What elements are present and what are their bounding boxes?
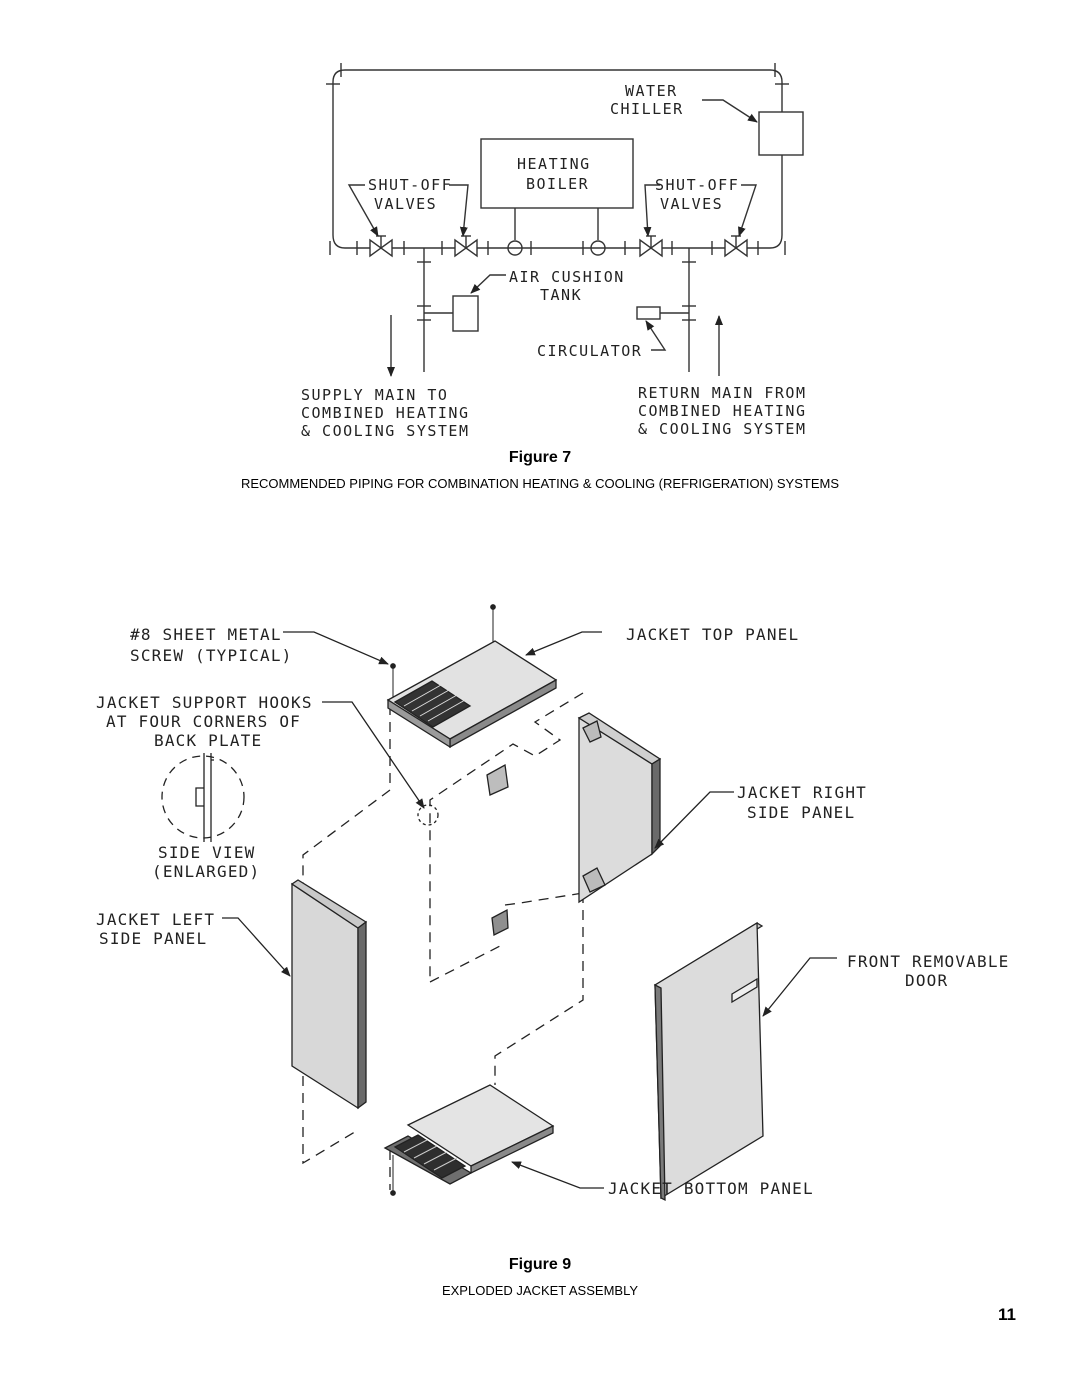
label-right-panel-2: SIDE PANEL [747,803,855,822]
label-water-chiller-2: CHILLER [610,100,684,118]
jacket-right-side-panel [577,712,662,904]
label-air-cushion-2: TANK [540,286,582,304]
label-screw-1: #8 SHEET METAL [130,625,282,644]
label-support-hooks-1: JACKET SUPPORT HOOKS [96,693,313,712]
upper-hook [486,763,509,796]
label-support-hooks-3: BACK PLATE [154,731,262,750]
circulator-box [636,306,661,320]
label-left-panel-1: JACKET LEFT [96,910,215,929]
assembly-guides [302,692,584,1190]
label-return-main-1: RETURN MAIN FROM [638,384,807,402]
label-supply-main-1: SUPPLY MAIN TO [301,386,448,404]
label-supply-main-2: COMBINED HEATING [301,404,470,422]
label-shutoff-left-2: VALVES [374,195,437,213]
figure-7-title: Figure 7 [508,449,572,466]
lower-hook [491,908,509,936]
label-bottom-panel: JACKET BOTTOM PANEL [608,1179,814,1198]
label-front-door-1: FRONT REMOVABLE [847,952,1010,971]
jacket-left-side-panel [290,879,368,1110]
label-right-panel-1: JACKET RIGHT [737,783,867,802]
jacket-bottom-panel [383,1084,555,1185]
piping-labels: WATER CHILLER HEATING BOILER SHUT-OFF VA… [301,82,807,440]
label-screw-2: SCREW (TYPICAL) [130,646,293,665]
label-front-door-2: DOOR [905,971,948,990]
heating-boiler-box [480,138,634,209]
label-return-main-3: & COOLING SYSTEM [638,420,807,438]
jacket-diagram [161,604,837,1202]
label-side-view-2: (ENLARGED) [152,862,260,881]
jacket-top-panel [386,640,558,749]
front-removable-door [653,921,764,1202]
air-cushion-tank [452,295,479,332]
piping-diagram [326,63,804,377]
figure-7-caption: RECOMMENDED PIPING FOR COMBINATION HEATI… [240,476,840,491]
page-number: 11 [998,1305,1016,1324]
door-handle-slot [731,977,758,1004]
label-side-view-1: SIDE VIEW [158,843,256,862]
jacket-labels: #8 SHEET METAL SCREW (TYPICAL) JACKET TO… [96,625,1010,1198]
label-air-cushion-1: AIR CUSHION [509,268,625,286]
label-shutoff-right-1: SHUT-OFF [655,176,739,194]
hook-detail-circle [417,804,439,826]
side-view-enlarged [161,753,245,842]
left-gauge [507,240,523,256]
figure-9-title: Figure 9 [508,1256,572,1273]
top-pipe [332,69,783,235]
label-return-main-2: COMBINED HEATING [638,402,807,420]
label-supply-main-3: & COOLING SYSTEM [301,422,470,440]
label-shutoff-left-1: SHUT-OFF [368,176,452,194]
figure-9-caption: EXPLODED JACKET ASSEMBLY [441,1283,639,1298]
label-circulator: CIRCULATOR [537,342,642,360]
label-water-chiller-1: WATER [625,82,678,100]
label-heating-boiler-2: BOILER [526,175,589,193]
label-support-hooks-2: AT FOUR CORNERS OF [106,712,301,731]
label-shutoff-right-2: VALVES [660,195,723,213]
chiller-return-pipe [332,155,783,249]
label-top-panel: JACKET TOP PANEL [626,625,799,644]
label-left-panel-2: SIDE PANEL [99,929,207,948]
water-chiller-box [758,111,804,156]
right-gauge [590,240,606,256]
label-heating-boiler-1: HEATING [517,155,591,173]
